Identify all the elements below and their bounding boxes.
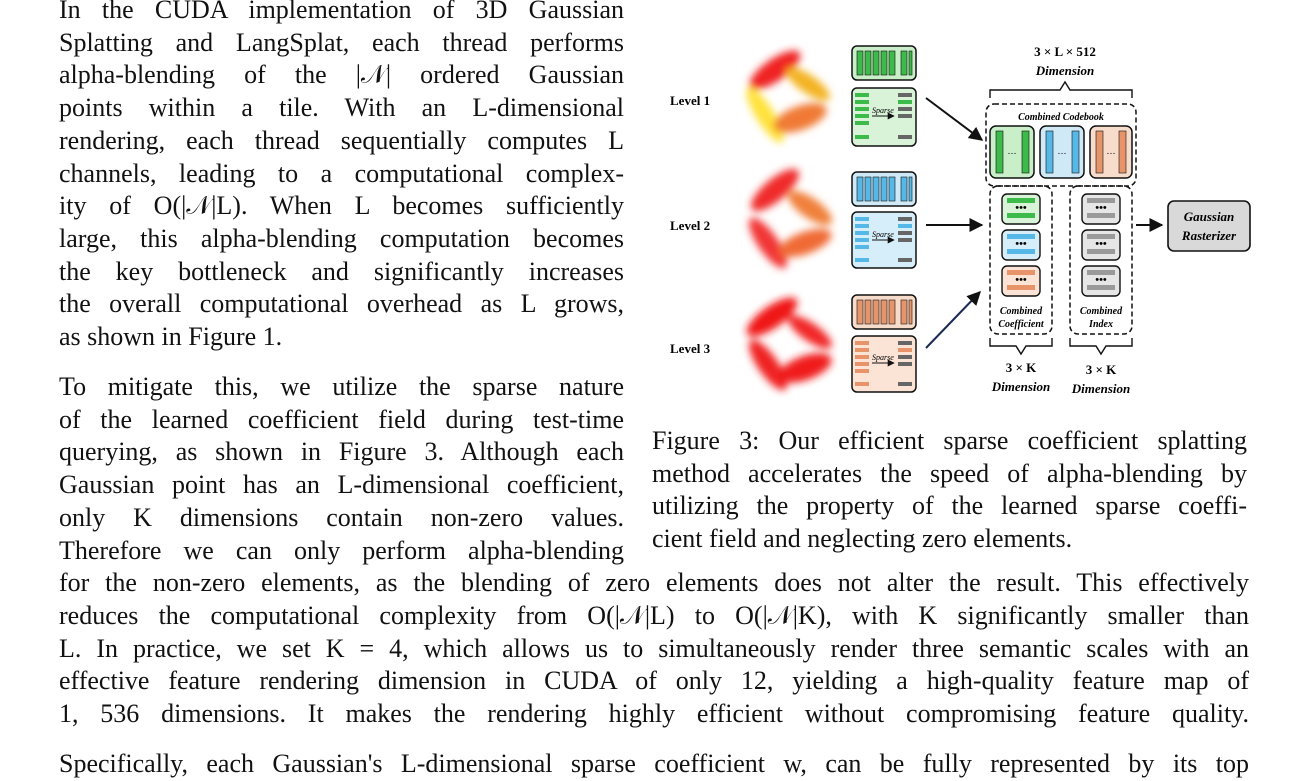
caption-line: Figure 3: Our efficient sparse coefficie… bbox=[652, 426, 1247, 455]
index-gray-1: ••• bbox=[1081, 193, 1121, 225]
text-line: as shown in Figure 1. bbox=[59, 322, 283, 352]
svg-text:•••: ••• bbox=[1095, 238, 1107, 250]
text-line: In the CUDA implementation of 3D Gaussia… bbox=[59, 0, 624, 24]
gaussian-blobs-level-1 bbox=[746, 50, 830, 143]
coefficient-blue: ••• bbox=[1001, 229, 1041, 261]
arrow-level-1 bbox=[925, 97, 984, 141]
text-line: points within a tile. With an L-dimensio… bbox=[59, 93, 624, 123]
text-line: channels, leading to a computational com… bbox=[59, 158, 624, 188]
level-3-codebook bbox=[851, 294, 917, 330]
combined-codebook-label: Combined Codebook bbox=[1018, 112, 1104, 123]
level-1-codebook bbox=[851, 45, 917, 81]
paragraph-2: To mitigate this, we utilize the sparse … bbox=[59, 371, 1249, 731]
level-3-label: Level 3 bbox=[670, 341, 711, 356]
codebook-orange: … bbox=[1089, 125, 1133, 179]
coefficient-green: ••• bbox=[1001, 193, 1041, 225]
sparse-label: Sparse bbox=[872, 106, 894, 115]
svg-text:•••: ••• bbox=[1015, 202, 1027, 214]
combined-coefficient-label-2: Coefficient bbox=[998, 319, 1045, 330]
combined-index-box bbox=[1069, 185, 1133, 335]
svg-text:•••: ••• bbox=[1095, 274, 1107, 286]
arrow-level-3 bbox=[925, 290, 981, 349]
coef-brace bbox=[989, 338, 1053, 356]
sparse-label: Sparse bbox=[872, 230, 894, 239]
text-line: querying, as shown in Figure 3. Although… bbox=[59, 437, 624, 467]
top-dimension-label: 3 × L × 512 bbox=[1034, 44, 1096, 59]
text-line: only K dimensions contain non-zero value… bbox=[59, 502, 624, 532]
combined-coefficient-label: Combined bbox=[1000, 306, 1043, 317]
text-line: large, this alpha-blending computation b… bbox=[59, 223, 624, 253]
text-line: rendering, each thread sequentially comp… bbox=[59, 125, 624, 155]
level-2-label: Level 2 bbox=[670, 218, 710, 233]
text-line: L. In practice, we set K = 4, which allo… bbox=[59, 633, 1249, 663]
top-brace bbox=[989, 80, 1133, 98]
text-line: 1, 536 dimensions. It makes the renderin… bbox=[59, 699, 1249, 729]
figure-caption: Figure 3: Our efficient sparse coefficie… bbox=[652, 425, 1247, 556]
figure-3-diagram: Level 1 Level 2 Level 3 bbox=[670, 44, 1251, 396]
gaussian-rasterizer-label-2: Rasterizer bbox=[1181, 228, 1237, 243]
paragraph-3: Specifically, each Gaussian's L-dimensio… bbox=[59, 748, 1249, 781]
text-line: Gaussian point has an L-dimensional coef… bbox=[59, 470, 624, 500]
coef-dimension-label: 3 × K bbox=[1006, 360, 1037, 375]
top-dimension-label-2: Dimension bbox=[1035, 63, 1095, 78]
text-line: Splatting and LangSplat, each thread per… bbox=[59, 27, 624, 57]
text-line: ity of O(|𝒩|L). When L becomes sufficien… bbox=[59, 191, 624, 221]
text-line: To mitigate this, we utilize the sparse … bbox=[59, 372, 624, 401]
index-brace bbox=[1069, 338, 1133, 356]
text-line: Specifically, each Gaussian's L-dimensio… bbox=[59, 749, 1249, 778]
level-3-sparse-box bbox=[851, 335, 917, 393]
level-2-sparse-box bbox=[851, 211, 917, 269]
coefficient-orange: ••• bbox=[1001, 265, 1041, 297]
gaussian-blobs-level-2 bbox=[748, 168, 833, 269]
text-line: reduces the computational complexity fro… bbox=[59, 600, 1249, 630]
text-line: of the learned coefficient field during … bbox=[59, 404, 624, 434]
gaussian-blobs-level-3 bbox=[746, 297, 832, 391]
codebook-blue: … bbox=[1039, 125, 1085, 179]
caption-line: utilizing the property of the learned sp… bbox=[652, 491, 1247, 521]
combined-coefficient-box bbox=[989, 185, 1053, 335]
svg-text:•••: ••• bbox=[1015, 238, 1027, 250]
caption-line: cient field and neglecting zero elements… bbox=[652, 524, 1073, 554]
svg-text:…: … bbox=[1058, 146, 1067, 156]
gaussian-rasterizer-label: Gaussian bbox=[1184, 209, 1235, 224]
caption-line: method accelerates the speed of alpha-bl… bbox=[652, 458, 1247, 488]
paragraph-1: In the CUDA implementation of 3D Gaussia… bbox=[59, 0, 624, 354]
text-line: effective feature rendering dimension in… bbox=[59, 666, 1249, 696]
codebook-green: … bbox=[989, 125, 1035, 179]
svg-text:…: … bbox=[1008, 146, 1017, 156]
svg-text:•••: ••• bbox=[1095, 202, 1107, 214]
combined-index-label: Combined bbox=[1080, 306, 1123, 317]
gaussian-rasterizer-box bbox=[1167, 200, 1251, 252]
index-gray-3: ••• bbox=[1081, 265, 1121, 297]
index-dimension-label: 3 × K bbox=[1086, 362, 1117, 377]
svg-text:…: … bbox=[1107, 146, 1116, 156]
text-line: the overall computational overhead as L … bbox=[59, 289, 624, 319]
text-line: alpha-blending of the |𝒩| ordered Gaussi… bbox=[59, 60, 624, 90]
text-line: for the non-zero elements, as the blendi… bbox=[59, 568, 1249, 598]
coef-dimension-label-2: Dimension bbox=[991, 379, 1051, 394]
combined-codebook-box bbox=[985, 103, 1137, 187]
level-2-codebook bbox=[851, 171, 917, 207]
combined-index-label-2: Index bbox=[1088, 319, 1113, 330]
index-dimension-label-2: Dimension bbox=[1071, 381, 1131, 396]
text-line: the key bottleneck and significantly inc… bbox=[59, 256, 624, 286]
level-1-sparse-box bbox=[851, 87, 917, 147]
level-1-label: Level 1 bbox=[670, 93, 710, 108]
text-line: Therefore we can only perform alpha-blen… bbox=[59, 535, 624, 565]
svg-text:•••: ••• bbox=[1015, 274, 1027, 286]
index-gray-2: ••• bbox=[1081, 229, 1121, 261]
sparse-label: Sparse bbox=[872, 353, 894, 362]
